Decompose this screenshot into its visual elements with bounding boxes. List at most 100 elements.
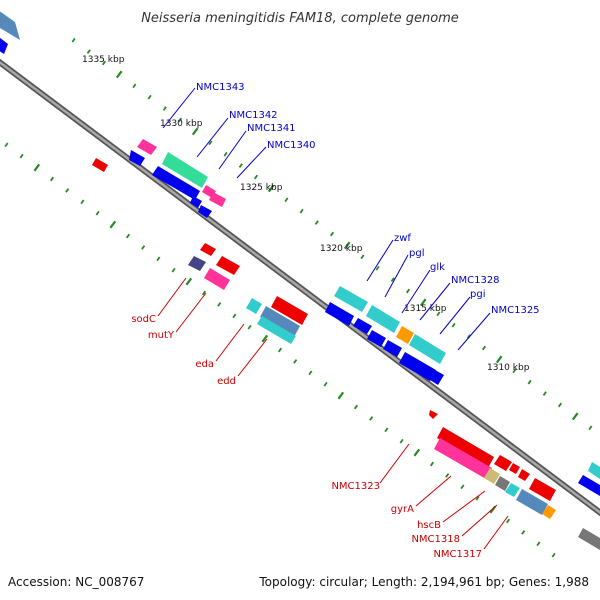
feature-red xyxy=(529,478,556,501)
gene-label-zwf: zwf xyxy=(394,233,411,244)
scale-tick xyxy=(293,359,298,364)
features-bottom xyxy=(92,158,600,550)
feature-cyan xyxy=(409,334,446,364)
scale-tick xyxy=(384,427,389,433)
scale-tick xyxy=(33,163,41,172)
scale-label-1310: 1310 kbp xyxy=(487,363,530,373)
scale-tick xyxy=(132,83,137,89)
feature-blue xyxy=(353,318,372,334)
feature-navy xyxy=(188,256,206,271)
scale-tick xyxy=(253,174,259,180)
feature-blue xyxy=(578,475,600,496)
feature-blue xyxy=(399,352,436,381)
scale-label-1330: 1330 kbp xyxy=(160,119,203,129)
scale-tick xyxy=(551,552,556,558)
gene-label-sodC: sodC xyxy=(131,314,156,325)
feature-steel xyxy=(260,306,300,337)
feature-cyan xyxy=(257,316,296,344)
feature-blue xyxy=(367,330,386,347)
gene-label-pgi: pgi xyxy=(470,289,485,300)
scale-tick xyxy=(436,311,441,317)
feature-blue xyxy=(325,302,354,326)
gene-label-NMC1325: NMC1325 xyxy=(491,305,540,316)
scale-tick xyxy=(65,188,70,193)
feature-cyan xyxy=(334,286,368,312)
scale-tick xyxy=(238,163,243,168)
feature-pink xyxy=(434,438,492,479)
feature-red xyxy=(494,455,512,471)
features-top xyxy=(0,11,600,496)
scale-label-1315: 1315 kbp xyxy=(404,304,447,314)
scale-tick xyxy=(86,49,91,54)
scale-tick xyxy=(521,530,526,535)
scale-tick xyxy=(125,233,131,239)
feature-orange xyxy=(542,505,556,519)
genome-summary-text: Topology: circular; Length: 2,194,961 bp… xyxy=(258,575,589,589)
feature-red xyxy=(200,243,216,256)
gene-label-NMC1323: NMC1323 xyxy=(331,481,380,492)
scale-label-1320: 1320 kbp xyxy=(320,244,363,254)
feature-pink xyxy=(209,192,226,207)
scale-tick xyxy=(208,140,213,146)
scale-tick xyxy=(177,117,183,123)
scale-tick xyxy=(429,461,435,467)
scale-tick xyxy=(527,379,532,385)
feature-cyan xyxy=(505,483,520,497)
scale-tick xyxy=(201,290,207,296)
scale-tick xyxy=(232,313,237,319)
feature-red xyxy=(509,463,520,474)
feature-blue xyxy=(0,37,8,54)
feature-cyan xyxy=(366,305,400,333)
scale-tick xyxy=(95,210,100,216)
feature-orange xyxy=(396,326,414,344)
feature-blue xyxy=(190,196,202,208)
scale-tick xyxy=(413,448,421,457)
scale-tick xyxy=(80,199,85,205)
scale-tick xyxy=(481,345,487,351)
feature-red xyxy=(429,410,438,419)
scale-tick xyxy=(217,302,222,307)
scale-tick xyxy=(247,324,252,330)
scale-tick xyxy=(101,60,107,66)
feature-blue xyxy=(430,370,444,385)
scale-tick xyxy=(495,355,503,364)
scale-tick xyxy=(171,267,176,273)
feature-blue xyxy=(152,166,200,200)
scale-tick xyxy=(147,94,152,100)
map-title: Neisseria meningitidis FAM18, complete g… xyxy=(141,11,459,26)
scale-tick xyxy=(323,381,328,387)
scale-tick xyxy=(512,368,517,374)
scale-tick xyxy=(460,484,465,490)
scale-tick xyxy=(343,241,351,250)
scale-tick xyxy=(588,425,593,431)
scale-tick xyxy=(109,220,117,229)
leader-lines xyxy=(157,87,509,550)
scale-tick xyxy=(299,208,304,214)
scale-tick xyxy=(571,412,579,421)
scale-tick xyxy=(284,197,289,203)
scale-tick xyxy=(337,391,345,400)
gene-label-hscB: hscB xyxy=(417,520,441,531)
scale-tick xyxy=(141,245,146,250)
scale-tick xyxy=(536,541,541,547)
gene-label-eda: eda xyxy=(195,359,214,370)
feature-blue xyxy=(129,150,145,166)
gene-label-pgl: pgl xyxy=(409,248,424,259)
scale-tick xyxy=(475,495,480,501)
gene-label-NMC1317: NMC1317 xyxy=(433,549,482,560)
scale-tick xyxy=(19,153,24,159)
scale-tick xyxy=(191,127,199,136)
scale-tick xyxy=(557,402,563,408)
scale-tick xyxy=(308,370,313,376)
scale-label-1325: 1325 kbp xyxy=(240,183,283,193)
scale-tick xyxy=(314,220,319,225)
tick-tracks xyxy=(4,37,593,558)
scale-tick xyxy=(329,231,335,237)
scale-tick xyxy=(4,142,9,148)
scale-tick xyxy=(390,277,395,282)
scale-tick xyxy=(375,265,380,271)
feature-pink xyxy=(137,139,157,155)
feature-red xyxy=(92,158,108,172)
